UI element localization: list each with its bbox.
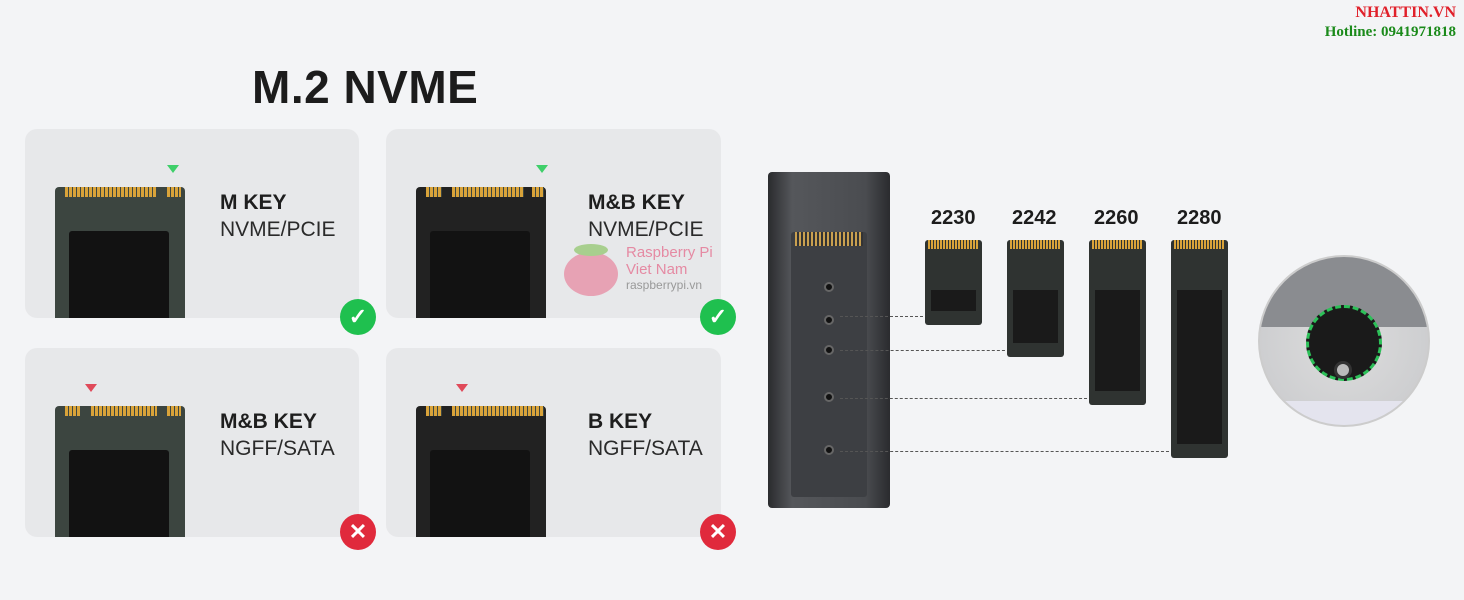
ssd-2230-image <box>925 240 982 325</box>
page-title: M.2 NVME <box>252 61 479 113</box>
ssd-2280-image <box>1171 240 1228 458</box>
size-label: 2280 <box>1177 207 1222 229</box>
card-key: M&B KEY <box>588 191 685 214</box>
check-circle-icon: ✓ <box>340 299 376 335</box>
card-key: M KEY <box>220 191 287 214</box>
card-b-key: B KEY NGFF/SATA <box>386 348 721 537</box>
m2-chip-image <box>55 406 185 537</box>
card-mb-key-sata: M&B KEY NGFF/SATA <box>25 348 359 537</box>
x-circle-icon: ✕ <box>700 514 736 550</box>
card-interface: NVME/PCIE <box>588 218 704 241</box>
brand-name: NHATTIN.VN <box>1355 4 1456 21</box>
card-interface: NGFF/SATA <box>588 437 703 460</box>
size-label: 2230 <box>931 207 976 229</box>
watermark-text: Raspberry Pi <box>626 244 713 261</box>
watermark-logo: Raspberry Pi Viet Nam raspberrypi.vn <box>562 244 722 298</box>
card-interface: NGFF/SATA <box>220 437 335 460</box>
watermark-text: raspberrypi.vn <box>626 278 703 292</box>
hotline: Hotline: 0941971818 <box>1324 24 1456 40</box>
brand-header: NHATTIN.VN Hotline: 0941971818 <box>1325 4 1456 41</box>
card-mb-key-nvme: M&B KEY NVME/PCIE <box>386 129 721 318</box>
size-label: 2242 <box>1012 207 1057 229</box>
check-circle-icon: ✓ <box>700 299 736 335</box>
notch-marker-icon <box>167 165 179 173</box>
card-m-key: M KEY NVME/PCIE <box>25 129 359 318</box>
watermark-text: Viet Nam <box>626 261 688 278</box>
ssd-2242-image <box>1007 240 1064 357</box>
notch-marker-icon <box>536 165 548 173</box>
x-circle-icon: ✕ <box>340 514 376 550</box>
m2-chip-image <box>416 406 546 537</box>
card-key: M&B KEY <box>220 410 317 433</box>
card-interface: NVME/PCIE <box>220 218 336 241</box>
notch-marker-icon <box>85 384 97 392</box>
ssd-2260-image <box>1089 240 1146 405</box>
m2-chip-image <box>416 187 546 318</box>
size-label: 2260 <box>1094 207 1139 229</box>
card-key: B KEY <box>588 410 653 433</box>
m2-chip-image <box>55 187 185 318</box>
notch-marker-icon <box>456 384 468 392</box>
ssd-enclosure-image <box>768 172 890 508</box>
screw-lock-detail-image <box>1258 255 1430 427</box>
